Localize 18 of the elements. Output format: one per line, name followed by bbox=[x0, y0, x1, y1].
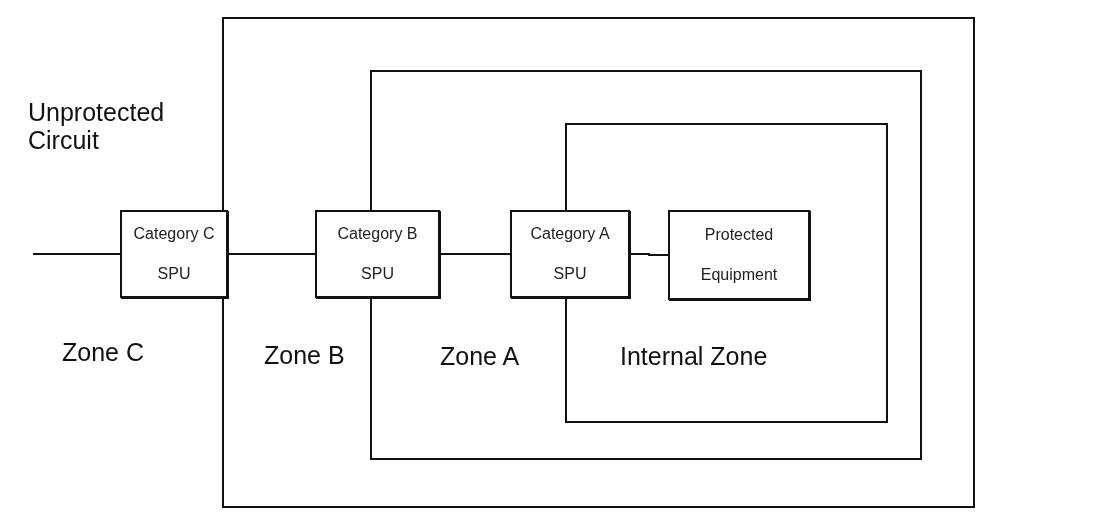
wire-line bbox=[32, 253, 121, 255]
device-box bbox=[510, 210, 630, 298]
device-label: Category C SPU bbox=[132, 224, 216, 284]
wire-line bbox=[439, 253, 511, 255]
wire-line bbox=[227, 253, 316, 255]
device-box bbox=[120, 210, 228, 298]
device-box bbox=[315, 210, 440, 298]
zone-boundary bbox=[222, 17, 975, 508]
zone-label: Zone A bbox=[440, 342, 520, 371]
device-label: Category A SPU bbox=[529, 224, 611, 284]
device-label: Protected Equipment bbox=[699, 225, 779, 285]
zone-label: Zone B bbox=[264, 341, 345, 370]
wire-line bbox=[629, 253, 669, 256]
text-label: Zone C bbox=[62, 338, 145, 366]
device-box bbox=[668, 210, 810, 300]
device-label: Category B SPU bbox=[336, 224, 419, 284]
zone-label: Internal Zone bbox=[620, 342, 768, 371]
text-label: Unprotected Circuit bbox=[28, 98, 166, 154]
